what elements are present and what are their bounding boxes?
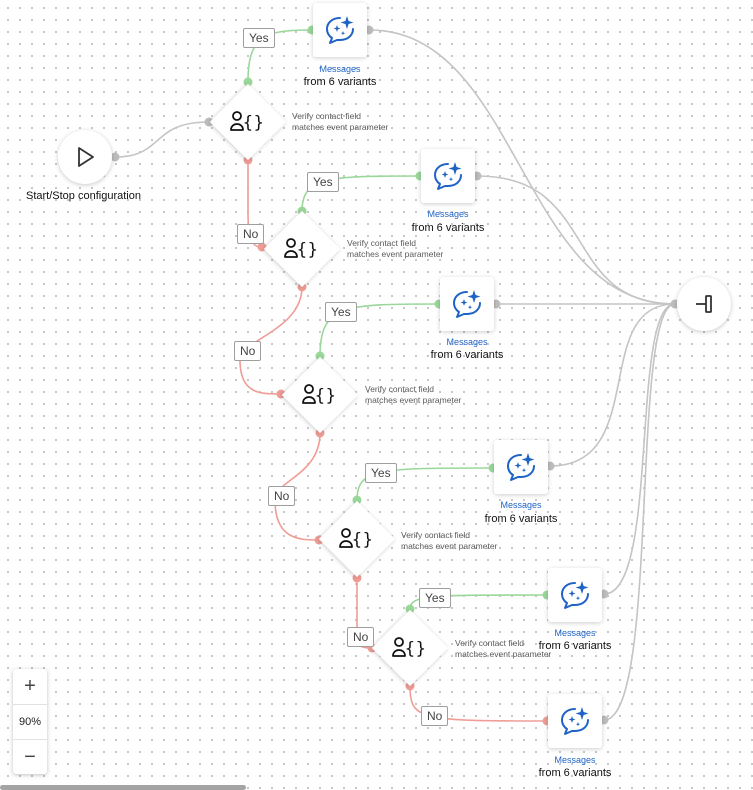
no-branch-tag: No xyxy=(268,486,296,506)
yes-branch-tag: Yes xyxy=(325,302,357,322)
edge-m2-end xyxy=(476,175,676,305)
ai-message-sparkle-icon xyxy=(561,707,589,735)
condition-node[interactable] xyxy=(281,356,359,434)
condition-node[interactable] xyxy=(263,210,341,288)
message-type-label: Messages xyxy=(427,209,469,219)
edge-m6-end xyxy=(603,303,676,721)
message-type-label: Messages xyxy=(446,337,488,347)
condition-label: Verify contact field matches event param… xyxy=(401,530,498,551)
zoom-out-button[interactable]: − xyxy=(24,746,36,768)
edge-m5-end xyxy=(603,303,676,595)
message-node[interactable] xyxy=(494,440,548,494)
message-variants-label: from 6 variants xyxy=(484,513,558,525)
yes-branch-tag: Yes xyxy=(243,28,275,48)
start-node[interactable] xyxy=(58,130,112,184)
zoom-in-button[interactable]: + xyxy=(24,675,36,697)
end-node[interactable] xyxy=(677,277,731,331)
condition-label: Verify contact field matches event param… xyxy=(347,238,444,259)
condition-node[interactable] xyxy=(318,500,396,578)
ai-message-sparkle-icon xyxy=(453,290,481,318)
message-node[interactable] xyxy=(421,149,475,203)
condition-node[interactable] xyxy=(371,609,449,687)
message-type-label: Messages xyxy=(554,628,596,638)
condition-label: Verify contact field matches event param… xyxy=(292,111,389,132)
message-variants-label: from 6 variants xyxy=(430,349,504,361)
ai-message-sparkle-icon xyxy=(434,162,462,190)
condition-label: Verify contact field matches event param… xyxy=(455,638,552,659)
exit-flow-icon xyxy=(696,295,712,313)
message-node[interactable] xyxy=(440,277,494,331)
ai-message-sparkle-icon xyxy=(507,453,535,481)
message-node[interactable] xyxy=(548,694,602,748)
message-node[interactable] xyxy=(313,3,367,57)
message-type-label: Messages xyxy=(554,755,596,765)
condition-node[interactable] xyxy=(209,83,287,161)
zoom-controls: + 90% − xyxy=(13,669,47,774)
start-node-label: Start/Stop configuration xyxy=(26,190,141,202)
yes-branch-tag: Yes xyxy=(419,588,451,608)
message-variants-label: from 6 variants xyxy=(538,767,612,779)
message-node[interactable] xyxy=(548,568,602,622)
message-type-label: Messages xyxy=(319,64,361,74)
ai-message-sparkle-icon xyxy=(561,581,589,609)
no-branch-tag: No xyxy=(347,627,375,647)
edge-m4-end xyxy=(549,303,676,467)
edge-start-c1 xyxy=(114,121,210,158)
zoom-level: 90% xyxy=(13,704,47,740)
no-branch-tag: No xyxy=(237,224,265,244)
ai-message-sparkle-icon xyxy=(326,16,354,44)
message-variants-label: from 6 variants xyxy=(303,76,377,88)
edge-m1-end xyxy=(368,29,676,305)
message-type-label: Messages xyxy=(500,500,542,510)
message-variants-label: from 6 variants xyxy=(411,222,485,234)
condition-label: Verify contact field matches event param… xyxy=(365,384,462,405)
no-branch-tag: No xyxy=(234,341,262,361)
no-branch-tag: No xyxy=(421,706,449,726)
horizontal-scrollbar[interactable] xyxy=(0,785,246,790)
message-variants-label: from 6 variants xyxy=(538,640,612,652)
play-icon xyxy=(78,147,94,167)
yes-branch-tag: Yes xyxy=(365,463,397,483)
yes-branch-tag: Yes xyxy=(307,172,339,192)
